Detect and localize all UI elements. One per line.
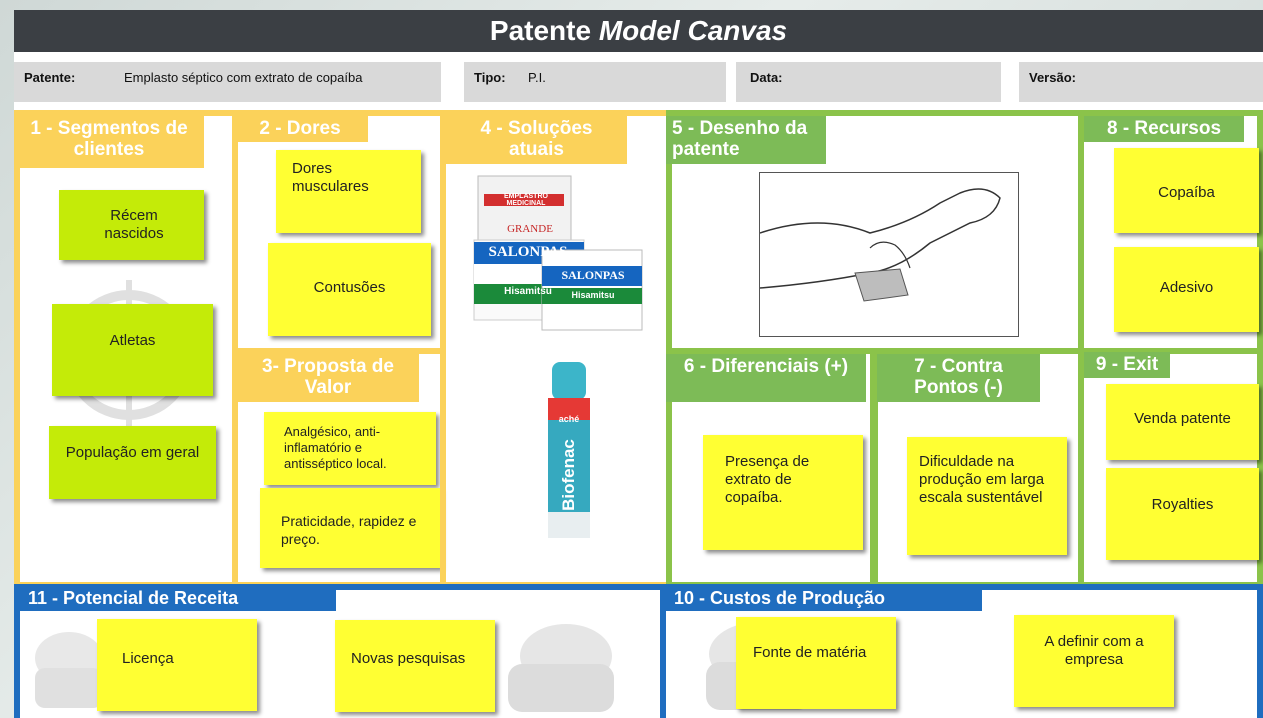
note-text: Praticidade, rapidez e preço. <box>281 513 417 547</box>
note-text: Atletas <box>109 332 156 349</box>
product-brand-2: SALONPAS <box>561 268 625 282</box>
segmentos-header: 1 - Segmentos de clientes <box>14 116 204 168</box>
note-exit-2[interactable]: Royalties <box>1106 468 1259 560</box>
proposta-header: 3- Proposta de Valor <box>237 354 419 402</box>
tipo-value: P.I. <box>528 70 546 85</box>
product-box-size: GRANDE <box>507 223 553 235</box>
note-recursos-2[interactable]: Adesivo <box>1114 247 1259 332</box>
note-custos-1[interactable]: Fonte de matéria <box>736 617 896 709</box>
note-proposta-1[interactable]: Analgésico, anti-inflamatório e antissép… <box>264 412 436 485</box>
note-receita-2[interactable]: Novas pesquisas <box>335 620 495 712</box>
note-text: População em geral <box>65 444 200 461</box>
data-label: Data: <box>750 70 783 85</box>
note-text: Presença de extrato de copaíba. <box>725 453 810 506</box>
desenho-header: 5 - Desenho da patente <box>666 116 826 164</box>
contra-header: 7 - Contra Pontos (-) <box>877 354 1040 402</box>
custos-header: 10 - Custos de Produção <box>666 587 982 611</box>
receita-header: 11 - Potencial de Receita <box>20 587 336 611</box>
note-contra-1[interactable]: Dificuldade na produção em larga escala … <box>907 437 1067 555</box>
note-text: Contusões <box>313 279 386 296</box>
tipo-label: Tipo: <box>474 70 506 85</box>
note-text: Venda patente <box>1134 410 1231 427</box>
coin-stack-icon <box>506 622 616 714</box>
patente-value: Emplasto séptico com extrato de copaíba <box>124 70 363 85</box>
page-title: Patente Model Canvas <box>14 10 1263 52</box>
patente-label: Patente: <box>24 70 76 85</box>
tipo-field[interactable]: Tipo: P.I. <box>464 62 726 102</box>
note-text: Copaíba <box>1158 184 1215 201</box>
note-text: Royalties <box>1151 496 1214 513</box>
note-dores-1[interactable]: Dores musculares <box>276 150 421 233</box>
note-text: A definir com a empresa <box>1044 633 1144 668</box>
recursos-header: 8 - Recursos <box>1084 116 1244 142</box>
dores-header: 2 - Dores <box>232 116 368 142</box>
note-text: Adesivo <box>1159 279 1214 296</box>
note-receita-1[interactable]: Licença <box>97 619 257 711</box>
diferenciais-header: 6 - Diferenciais (+) <box>666 354 866 402</box>
note-text: Licença <box>122 650 174 667</box>
note-segmento-3[interactable]: População em geral <box>49 426 216 499</box>
coin-stack-icon <box>34 628 104 710</box>
note-dores-2[interactable]: Contusões <box>268 243 431 336</box>
solucoes-header: 4 - Soluções atuais <box>446 116 627 164</box>
product-maker-2: Hisamitsu <box>571 290 615 300</box>
spray-brand: Biofenac <box>559 439 578 511</box>
note-text: Novas pesquisas <box>351 650 466 667</box>
note-custos-2[interactable]: A definir com a empresa <box>1014 615 1174 707</box>
biofenac-spray-image <box>544 362 594 544</box>
note-text: Récem nascidos <box>104 207 164 242</box>
note-recursos-1[interactable]: Copaíba <box>1114 148 1259 233</box>
note-segmento-1[interactable]: Récem nascidos <box>59 190 204 260</box>
versao-field[interactable]: Versão: <box>1019 62 1263 102</box>
note-proposta-2[interactable]: Praticidade, rapidez e preço. <box>260 488 440 568</box>
note-segmento-2[interactable]: Atletas <box>52 304 213 396</box>
patent-drawing <box>759 172 1019 337</box>
versao-label: Versão: <box>1029 70 1076 85</box>
exit-header: 9 - Exit <box>1084 352 1170 378</box>
salonpas-product-image <box>470 172 650 352</box>
product-maker-1: Hisamitsu <box>504 286 552 297</box>
patente-field[interactable]: Patente: Emplasto séptico com extrato de… <box>14 62 441 102</box>
product-box-header: EMPLASTRO MEDICINAL <box>504 193 548 207</box>
note-text: Dores musculares <box>292 160 369 195</box>
note-text: Analgésico, anti-inflamatório e antissép… <box>284 424 387 471</box>
canvas-board: Patente Model Canvas Patente: Emplasto s… <box>14 10 1263 718</box>
note-diferenciais-1[interactable]: Presença de extrato de copaíba. <box>703 435 863 550</box>
product-brand-1: SALONPAS <box>488 244 568 260</box>
note-text: Dificuldade na produção em larga escala … <box>919 453 1045 506</box>
note-text: Fonte de matéria <box>753 644 867 661</box>
spray-maker: aché <box>558 414 580 424</box>
title-italic: Model Canvas <box>598 15 788 46</box>
note-exit-1[interactable]: Venda patente <box>1106 384 1259 460</box>
data-field[interactable]: Data: <box>736 62 1001 102</box>
title-main: Patente <box>489 15 592 46</box>
